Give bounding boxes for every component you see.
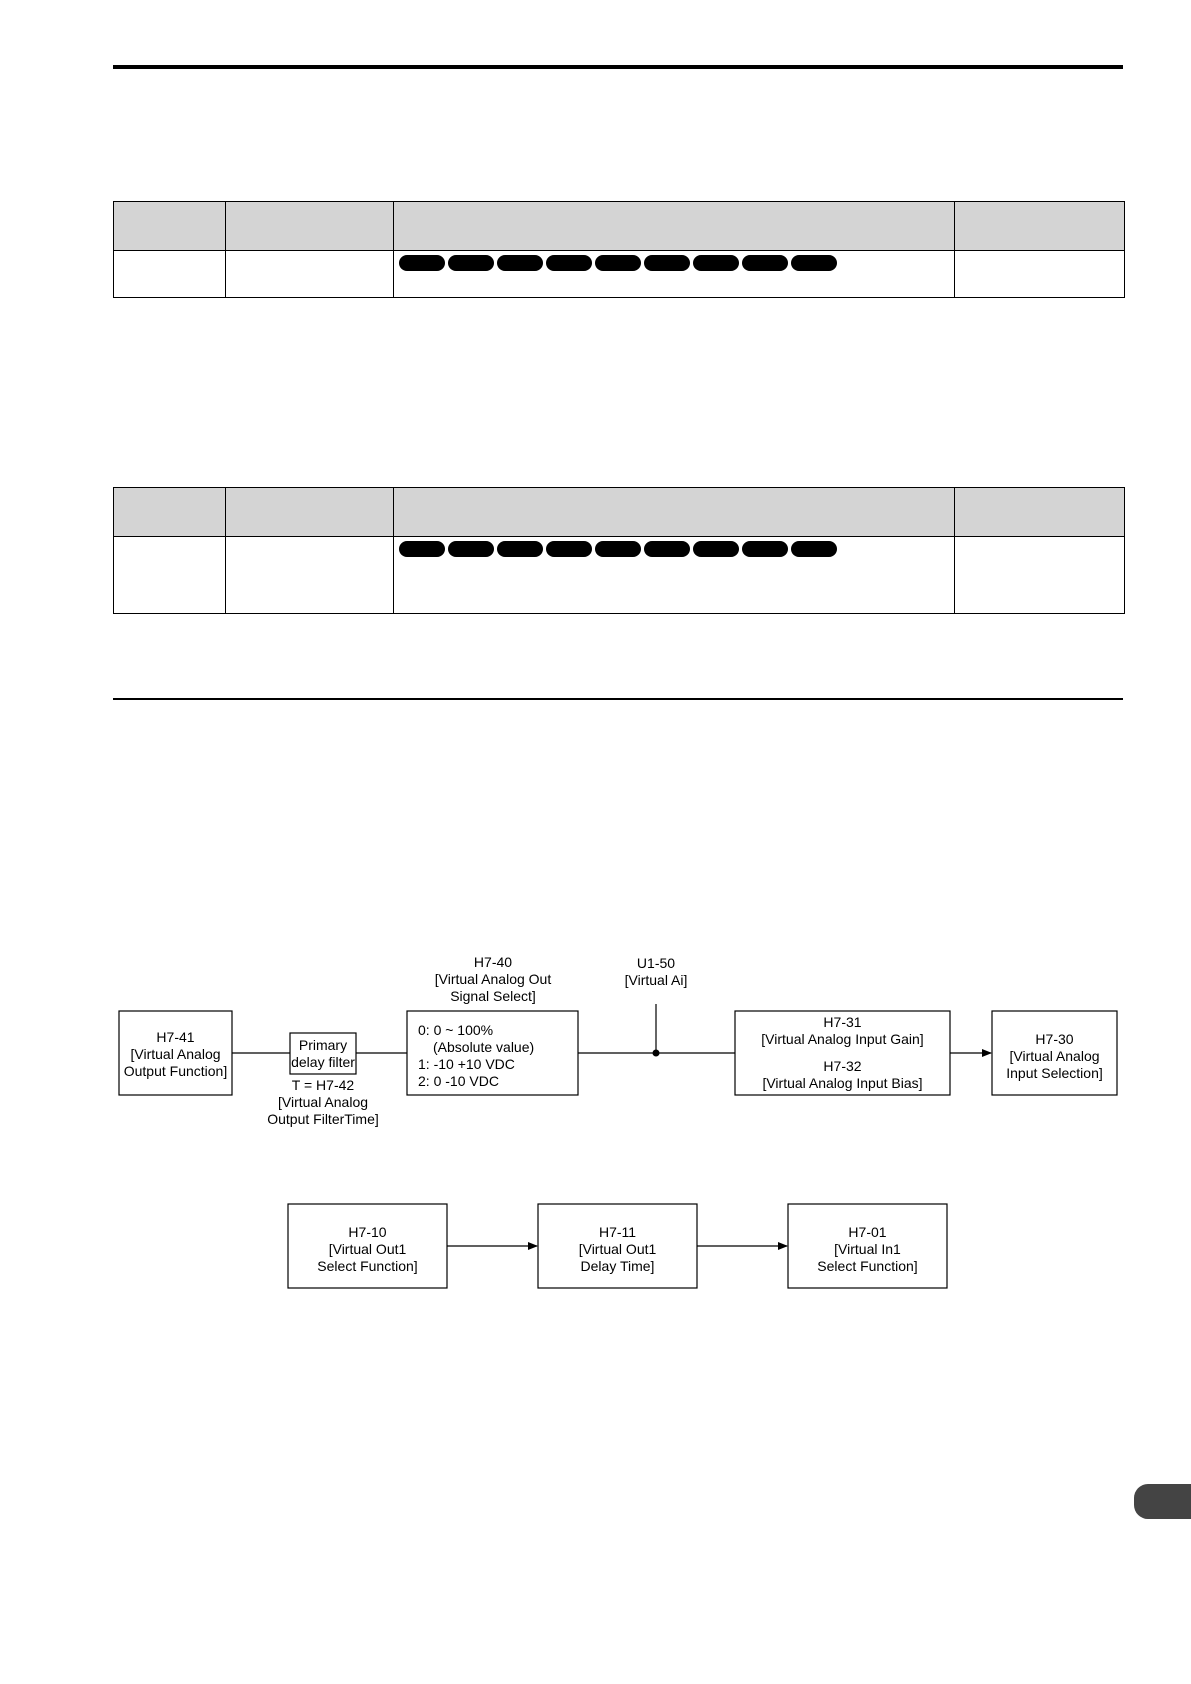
h7-40-selection-block: 0: 0 ~ 100% (Absolute value) 1: -10 +10 … xyxy=(406,1010,579,1096)
control-mode-pills xyxy=(394,537,954,557)
h7-01-name: Select Function] xyxy=(817,1258,917,1274)
u1-50-monitor-caption: U1-50 xyxy=(637,955,675,971)
h7-01-code: H7-01 xyxy=(848,1224,886,1240)
header-cell xyxy=(954,487,1125,537)
filter-box xyxy=(289,1032,357,1075)
h7-41-block: H7-41 [Virtual Analog Output Function] xyxy=(118,1010,233,1096)
header-rule xyxy=(113,65,1123,69)
control-mode-pill xyxy=(448,541,494,557)
chapter-tab-marker xyxy=(1134,1484,1191,1519)
h7-10-name: Select Function] xyxy=(317,1258,417,1274)
table-cell xyxy=(954,536,1125,614)
h7-32-code: H7-32 xyxy=(823,1058,861,1074)
control-mode-pill xyxy=(644,541,690,557)
h7-30-block: H7-30 [Virtual Analog Input Selection] xyxy=(991,1010,1118,1096)
h7-11-code: H7-11 xyxy=(599,1224,636,1240)
h7-30-name: [Virtual Analog xyxy=(1009,1048,1099,1064)
h7-11-block: H7-11 [Virtual Out1 Delay Time] xyxy=(537,1203,698,1289)
header-cell xyxy=(393,201,955,251)
h7-30-name: Input Selection] xyxy=(1006,1065,1103,1081)
table-header-row xyxy=(113,487,1125,537)
control-mode-pill xyxy=(644,255,690,271)
h7-40-caption: [Virtual Analog Out xyxy=(435,971,552,987)
block-diagrams: H7-41 [Virtual Analog Output Function] P… xyxy=(118,954,1118,1289)
u1-50-monitor-caption: [Virtual Ai] xyxy=(625,972,688,988)
h7-11-name: [Virtual Out1 xyxy=(579,1241,657,1257)
control-mode-pill xyxy=(399,255,445,271)
table-cell xyxy=(113,536,226,614)
h7-40-option: 2: 0 -10 VDC xyxy=(418,1073,499,1089)
table-cell xyxy=(225,536,394,614)
h7-11-name: Delay Time] xyxy=(581,1258,655,1274)
table-row xyxy=(113,536,1125,614)
control-mode-pill xyxy=(497,255,543,271)
h7-11-box xyxy=(537,1203,698,1289)
h7-41-code: H7-41 xyxy=(156,1029,194,1045)
table-cell-description xyxy=(393,250,955,298)
h7-10-box xyxy=(287,1203,448,1289)
control-mode-pills xyxy=(394,251,954,271)
control-mode-pill xyxy=(497,541,543,557)
table-cell xyxy=(225,250,394,298)
table-header-row xyxy=(113,201,1125,251)
control-mode-pill xyxy=(791,255,837,271)
h7-31-name: [Virtual Analog Input Gain] xyxy=(761,1031,923,1047)
h7-01-box xyxy=(787,1203,948,1289)
section-rule xyxy=(113,698,1123,700)
parameter-table-1 xyxy=(113,201,1125,298)
h7-40-option: (Absolute value) xyxy=(433,1039,534,1055)
h7-30-box xyxy=(991,1010,1118,1096)
h7-41-name: Output Function] xyxy=(124,1063,228,1079)
table-cell xyxy=(113,250,226,298)
table-row xyxy=(113,250,1125,298)
header-cell xyxy=(954,201,1125,251)
h7-40-option: 0: 0 ~ 100% xyxy=(418,1022,493,1038)
header-cell xyxy=(113,487,226,537)
control-mode-pill xyxy=(693,541,739,557)
control-mode-pill xyxy=(693,255,739,271)
control-mode-pill xyxy=(595,255,641,271)
filter-time-caption: [Virtual Analog xyxy=(278,1094,368,1110)
h7-40-option: 1: -10 +10 VDC xyxy=(418,1056,515,1072)
h7-41-name: [Virtual Analog xyxy=(130,1046,220,1062)
filter-time-caption: T = H7-42 xyxy=(292,1077,355,1093)
filter-time-caption: Output FilterTime] xyxy=(267,1111,379,1127)
parameter-table-2 xyxy=(113,487,1125,614)
h7-41-box xyxy=(118,1010,233,1096)
control-mode-pill xyxy=(595,541,641,557)
h7-01-block: H7-01 [Virtual In1 Select Function] xyxy=(787,1203,948,1289)
table-cell-description xyxy=(393,536,955,614)
h7-32-name: [Virtual Analog Input Bias] xyxy=(762,1075,922,1091)
header-cell xyxy=(225,201,394,251)
filter-label: Primary xyxy=(299,1037,347,1053)
filter-label: delay filter xyxy=(291,1054,355,1070)
control-mode-pill xyxy=(791,541,837,557)
h7-30-code: H7-30 xyxy=(1035,1031,1073,1047)
h7-01-name: [Virtual In1 xyxy=(834,1241,901,1257)
h7-40-box xyxy=(406,1010,579,1096)
gain-bias-box xyxy=(734,1010,951,1096)
control-mode-pill xyxy=(742,541,788,557)
control-mode-pill xyxy=(546,541,592,557)
h7-40-caption: Signal Select] xyxy=(450,988,536,1004)
control-mode-pill xyxy=(399,541,445,557)
header-cell xyxy=(393,487,955,537)
table-cell xyxy=(954,250,1125,298)
header-cell xyxy=(113,201,226,251)
h7-10-block: H7-10 [Virtual Out1 Select Function] xyxy=(287,1203,448,1289)
junction-dot xyxy=(652,1049,660,1057)
control-mode-pill xyxy=(742,255,788,271)
h7-31-code: H7-31 xyxy=(823,1014,861,1030)
h7-10-name: [Virtual Out1 xyxy=(329,1241,407,1257)
gain-bias-block: H7-31 [Virtual Analog Input Gain] H7-32 … xyxy=(734,1010,951,1096)
header-cell xyxy=(225,487,394,537)
control-mode-pill xyxy=(448,255,494,271)
control-mode-pill xyxy=(546,255,592,271)
h7-10-code: H7-10 xyxy=(348,1224,386,1240)
primary-delay-filter-block: Primary delay filter xyxy=(289,1032,357,1075)
h7-40-caption: H7-40 xyxy=(474,954,512,970)
